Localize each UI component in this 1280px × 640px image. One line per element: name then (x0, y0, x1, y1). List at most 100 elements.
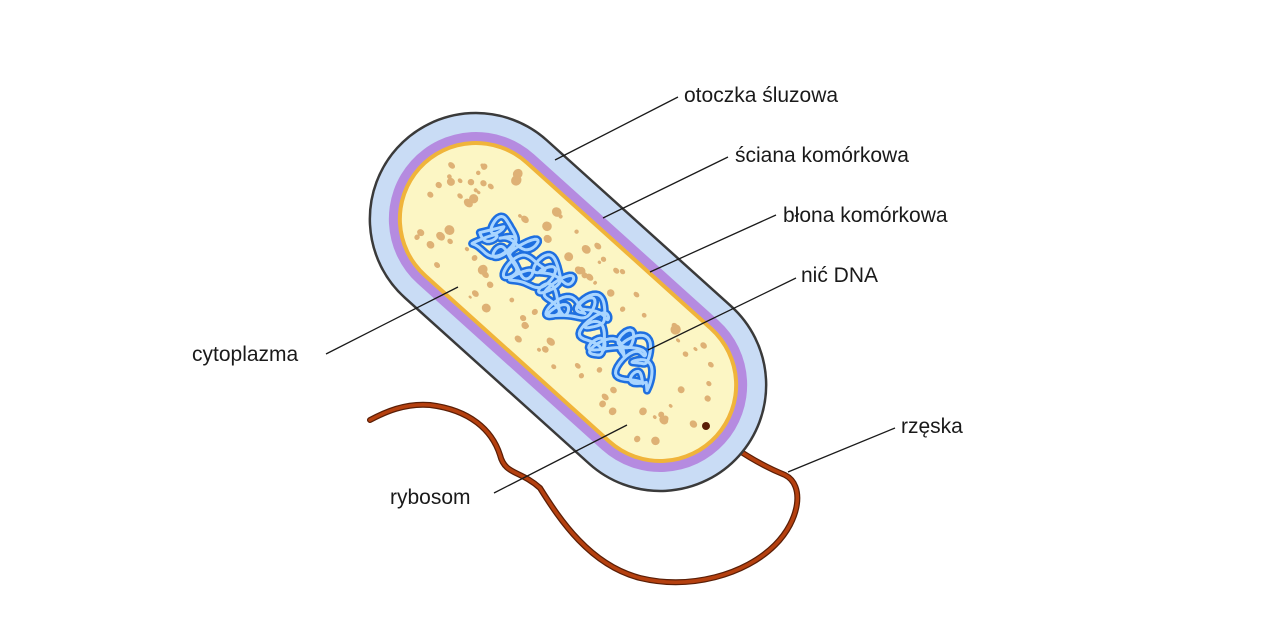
ribosome (509, 297, 515, 303)
ribosome (418, 230, 422, 235)
ribosome (581, 272, 588, 279)
ribosome (599, 400, 606, 408)
ribosome (446, 177, 455, 186)
leader-line-dna (647, 277, 797, 351)
ribosome (414, 234, 420, 240)
ribosome (481, 303, 491, 313)
ribosome (477, 264, 488, 275)
ribosome (551, 207, 562, 217)
ribosome (704, 395, 711, 402)
label-mucus-capsule: otoczka śluzowa (684, 84, 839, 107)
label-flagellum: rzęska (901, 415, 963, 438)
ribosome (546, 337, 555, 346)
ribosome (531, 308, 538, 316)
ribosome (707, 361, 714, 368)
ribosome (537, 347, 541, 352)
ribosome (541, 346, 549, 353)
ribosome (476, 190, 481, 195)
leader-line-ribosome (493, 424, 628, 494)
ribosome (585, 273, 594, 281)
ribosome (634, 435, 641, 443)
ribosome (700, 342, 707, 349)
ribosome (543, 234, 552, 243)
ribosome (613, 267, 620, 274)
ribosome (426, 240, 435, 249)
ribosome (608, 407, 617, 416)
flagellum-base (701, 421, 710, 430)
ribosome (524, 323, 529, 328)
ribosome (668, 404, 673, 408)
ribosome (601, 393, 609, 401)
ribosome (480, 163, 485, 168)
label-dna-strand: nić DNA (801, 264, 879, 287)
leader-lines (325, 96, 896, 494)
label-ribosome: rybosom (390, 486, 471, 509)
ribosome (564, 252, 574, 262)
ribosome (639, 407, 647, 416)
ribosome (518, 214, 522, 218)
ribosome (641, 312, 647, 318)
ribosome (427, 191, 434, 198)
ribosome (435, 181, 442, 189)
label-cell-membrane: błona komórkowa (783, 204, 948, 227)
ribosome (486, 281, 494, 289)
ribosome (519, 315, 527, 322)
dna-strand (468, 212, 657, 395)
ribosome (706, 381, 712, 387)
ribosome (606, 289, 615, 297)
ribosome (677, 386, 685, 394)
ribosome (444, 225, 455, 236)
ribosome (447, 174, 452, 179)
ribosome (542, 221, 552, 232)
ribosome (473, 188, 478, 193)
ribosome (652, 415, 657, 419)
ribosome (574, 229, 579, 234)
ribosome (596, 367, 603, 373)
ribosomes (414, 162, 714, 446)
ribosome (487, 183, 494, 190)
ribosome (600, 256, 607, 262)
ribosome (682, 351, 689, 357)
leader-line-flagellum (787, 427, 896, 473)
ribosome (670, 324, 681, 335)
ribosome (610, 386, 617, 394)
ribosome (574, 266, 584, 275)
label-cytoplasm: cytoplazma (192, 343, 299, 366)
ribosome (558, 214, 563, 219)
ribosome (551, 364, 557, 370)
ribosome (633, 291, 640, 298)
ribosome (436, 231, 445, 241)
ribosome (659, 415, 669, 425)
label-cell-wall: ściana komórkowa (735, 144, 909, 167)
ribosome (457, 193, 463, 199)
cell-body (368, 111, 768, 493)
leader-line-cell-membrane (649, 214, 777, 273)
ribosome (471, 255, 478, 261)
ribosome (512, 168, 523, 179)
ribosome (480, 180, 487, 187)
ribosome (593, 280, 597, 285)
ribosome (651, 436, 660, 446)
ribosome (457, 178, 463, 184)
ribosome (469, 194, 479, 204)
ribosome (693, 347, 698, 352)
ribosome (448, 162, 456, 169)
ribosome (574, 363, 581, 369)
leader-line-capsule (554, 96, 679, 161)
ribosome (581, 244, 591, 254)
ribosome (597, 260, 602, 265)
ribosome (434, 262, 441, 269)
leader-line-cell-wall (602, 156, 729, 219)
dna-strand-inner (470, 214, 654, 393)
ribosome (447, 238, 453, 245)
flagellum (367, 401, 801, 586)
ribosome (619, 306, 626, 312)
ribosome (468, 295, 472, 299)
ribosome (467, 178, 475, 186)
ribosome (689, 420, 698, 428)
ribosome (471, 290, 479, 297)
ribosome (594, 242, 602, 250)
ribosome (675, 338, 681, 343)
ribosome (464, 247, 470, 252)
ribosome (475, 170, 481, 176)
